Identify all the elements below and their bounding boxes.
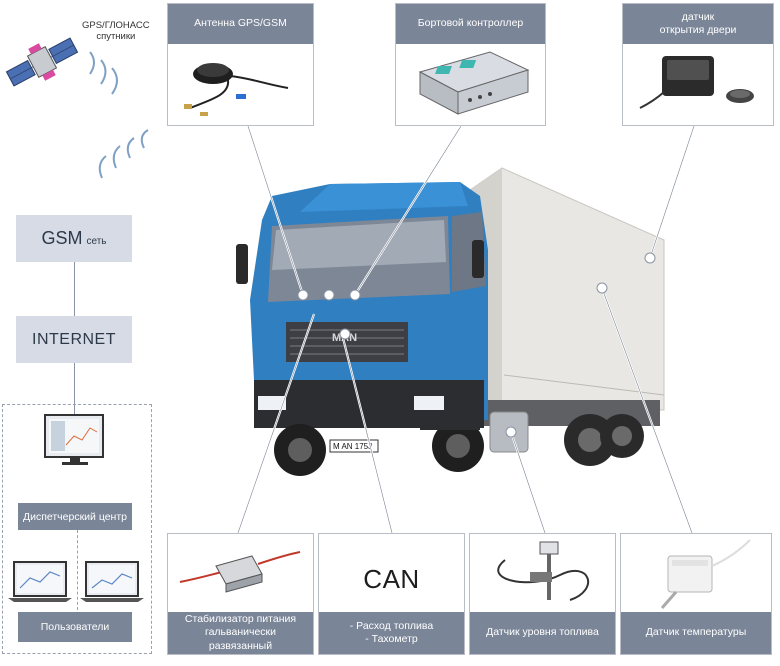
dispatch-monitor-icon [44,414,104,465]
temperature-sensor-icon [660,539,751,609]
gsm-network-label: сеть [86,236,107,247]
card-can-line2: - Тахометр [365,633,418,645]
card-controller-title: Бортовой контроллер [396,4,545,44]
fuel-level-sensor-icon [497,541,590,601]
truck-illustration: MAN M AN 175J [236,167,665,476]
internet-box: INTERNET [16,316,132,363]
onboard-controller-icon [418,51,530,115]
user-laptop-icon [80,561,144,602]
signal-waves-icon [98,129,149,179]
gsm-internet-connector [74,262,75,316]
dispatch-center-label: Диспетчерский центр [18,503,132,530]
gsm-network-box: GSM сеть [16,215,132,262]
card-door-sensor: датчик открытия двери [622,3,774,126]
card-antenna-title: Антенна GPS/GSM [168,4,313,44]
card-stabilizer-title-line2: гальванически развязанный [204,626,277,652]
card-stabilizer: Стабилизатор питания гальванически развя… [167,533,314,655]
gps-antenna-icon [184,63,289,116]
power-stabilizer-icon [179,551,301,593]
license-plate: M AN 175J [333,442,372,451]
connector-lines-outline [237,125,695,534]
card-temp-sensor: Датчик температуры [620,533,772,655]
card-stabilizer-title: Стабилизатор питания гальванически развя… [168,612,313,654]
users-label: Пользователи [18,612,132,642]
card-door-sensor-title-line1: датчик [681,10,715,23]
satellite-label: GPS/ГЛОНАСС спутники [82,20,150,43]
card-can-title: - Расход топлива - Тахометр [319,612,464,654]
satellite-label-line2: спутники [96,31,136,43]
user-laptop-icon [8,561,72,602]
dispatch-users-connector [77,530,78,610]
gsm-label: GSM [41,228,83,248]
card-temp-sensor-title: Датчик температуры [621,612,771,654]
connection-nodes [297,252,656,438]
satellite-icon [5,37,118,95]
card-can-line1: - Расход топлива [349,619,434,632]
card-fuel-sensor-title: Датчик уровня топлива [470,612,615,654]
dispatch-users-area [2,404,152,654]
door-sensor-icon [639,56,754,109]
card-door-sensor-title: датчик открытия двери [623,4,773,44]
card-can: CAN - Расход топлива - Тахометр [318,533,465,655]
card-door-sensor-title-line2: открытия двери [659,24,737,36]
card-stabilizer-title-line1: Стабилизатор питания [184,613,297,626]
internet-dispatch-connector [74,363,75,415]
satellite-label-line1: GPS/ГЛОНАСС [82,20,150,31]
internet-label: INTERNET [32,330,116,348]
can-title: CAN [363,564,420,594]
